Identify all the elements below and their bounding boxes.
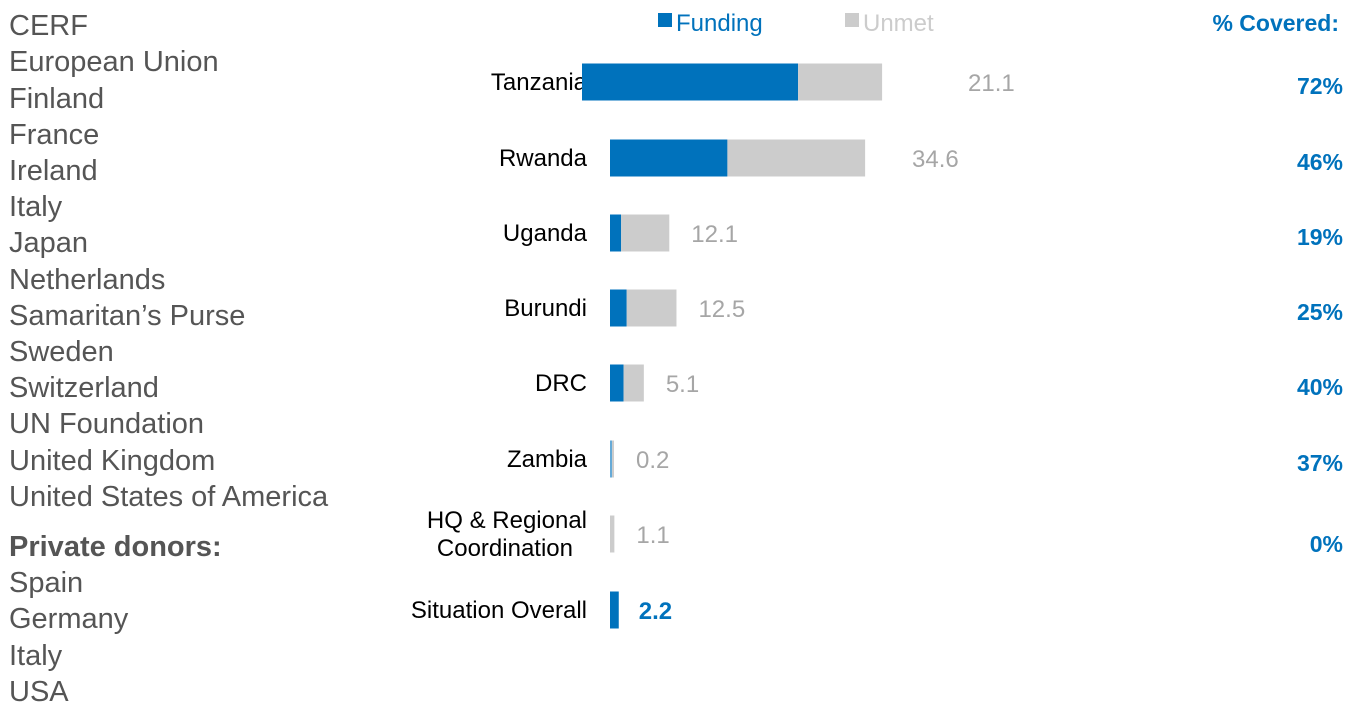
covered-percent: 40% (1297, 374, 1343, 400)
donor-item: Sweden (9, 336, 114, 369)
donor-item: Japan (9, 227, 89, 260)
donor-item: United Kingdom (9, 444, 216, 477)
donor-item: Samaritan’s Purse (9, 299, 246, 332)
value-label: 5.1 (666, 371, 699, 398)
bar-unmet (626, 289, 677, 327)
donor-item: United States of America (9, 480, 329, 513)
donor-item: Ireland (9, 155, 98, 188)
covered-percent: 25% (1297, 299, 1343, 325)
bar-unmet (610, 515, 615, 553)
value-label: 12.5 (698, 296, 745, 323)
bar-funding (610, 289, 627, 327)
private-donor-item: Spain (9, 567, 84, 600)
donor-item: Netherlands (9, 263, 166, 296)
category-label: Rwanda (499, 145, 588, 172)
covered-percent: 46% (1297, 149, 1343, 175)
bar-funding (582, 63, 799, 101)
value-label: 2.2 (639, 598, 672, 625)
value-label: 21.1 (968, 70, 1015, 97)
donor-item: CERF (9, 10, 88, 43)
bar-unmet (798, 63, 883, 101)
private-donor-item: Italy (9, 639, 63, 672)
legend-swatch-funding (658, 13, 672, 27)
bar-unmet (623, 364, 644, 402)
donor-item: European Union (9, 46, 219, 79)
covered-percent: 19% (1297, 224, 1343, 250)
legend: Funding Unmet (658, 10, 934, 37)
covered-percent: 37% (1297, 450, 1343, 476)
bar-funding (610, 214, 622, 252)
bar-funding (610, 591, 619, 629)
donors-heading: Donors: (9, 0, 389, 8)
donor-item: Switzerland (9, 372, 159, 405)
donor-item: France (9, 118, 100, 151)
legend-swatch-unmet (845, 13, 859, 27)
bar-unmet (727, 139, 866, 177)
value-label: 1.1 (636, 522, 669, 549)
covered-header: % Covered: (1212, 10, 1339, 36)
category-label: Uganda (503, 220, 588, 247)
donor-item: UN Foundation (9, 408, 205, 441)
category-label: Tanzania (491, 69, 588, 96)
covered-percent: 0% (1310, 531, 1343, 557)
private-donors-heading: Private donors: (9, 531, 222, 564)
category-label: Burundi (504, 295, 587, 322)
private-donor-item: USA (9, 675, 69, 708)
legend-label-unmet: Unmet (863, 10, 934, 37)
donor-list: Donors: CERF European Union Finland Fran… (9, 0, 389, 710)
category-label: Situation Overall (411, 597, 587, 624)
value-label: 12.1 (691, 221, 738, 248)
private-donor-item: Germany (9, 603, 129, 636)
bar-funding (610, 139, 728, 177)
value-label: 0.2 (636, 447, 669, 474)
legend-label-funding: Funding (676, 10, 763, 37)
bar-funding (610, 440, 612, 478)
category-label: DRC (535, 370, 587, 397)
bar-unmet (621, 214, 670, 252)
value-label: 34.6 (912, 146, 959, 173)
covered-percent: 72% (1297, 73, 1343, 99)
category-label: Zambia (507, 446, 588, 473)
donor-item: Italy (9, 191, 63, 224)
bar-unmet (612, 440, 614, 478)
donor-item: Finland (9, 82, 105, 115)
bar-funding (610, 364, 624, 402)
